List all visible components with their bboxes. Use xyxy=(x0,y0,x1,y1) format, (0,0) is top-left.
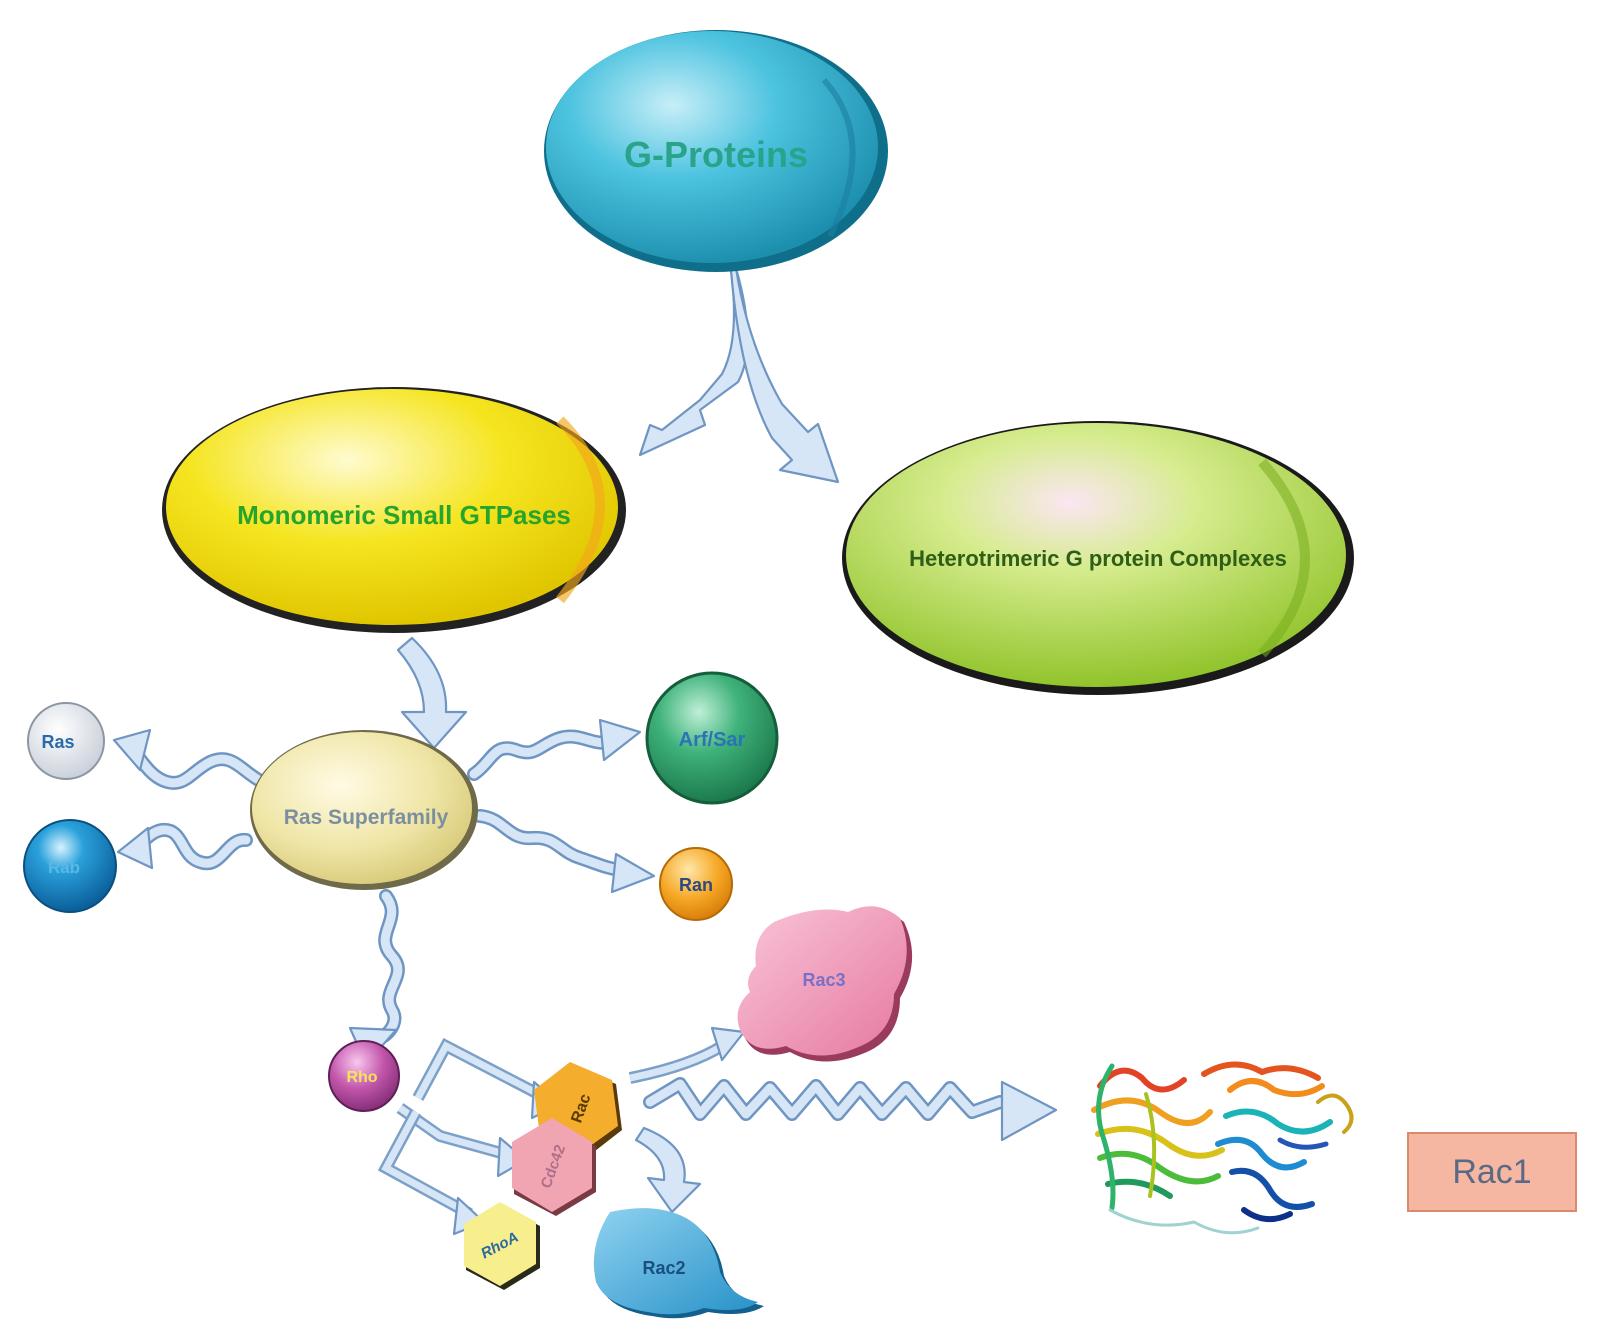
node-rho: Rho xyxy=(328,1040,400,1112)
node-ras: Ras xyxy=(27,702,105,780)
wavy-connectors-ras-superfamily xyxy=(112,718,656,1066)
label-arf-sar: Arf/Sar xyxy=(679,729,746,751)
label-rho: Rho xyxy=(346,1069,377,1086)
node-cdc42: Cdc42 xyxy=(512,1118,596,1216)
node-arf-sar: Arf/Sar xyxy=(645,671,779,805)
label-rac3: Rac3 xyxy=(802,970,845,990)
label-rac2: Rac2 xyxy=(642,1258,685,1278)
split-arrow-g-proteins xyxy=(638,266,840,484)
node-monomeric-small-gtpases: Monomeric Small GTPases xyxy=(162,387,626,633)
node-ran: Ran xyxy=(659,847,733,921)
arrow-monomeric-to-ras-superfamily xyxy=(396,636,468,750)
node-rhoa: RhoA xyxy=(464,1202,540,1290)
rac-connectors xyxy=(628,1026,1058,1214)
label-monomeric-small-gtpases: Monomeric Small GTPases xyxy=(237,500,571,530)
node-rac2: Rac2 xyxy=(593,1208,764,1319)
node-rac3: Rac3 xyxy=(737,906,913,1062)
node-rac1: Rac1 xyxy=(1407,1132,1577,1212)
protein-ribbon-structure-icon xyxy=(1091,1061,1354,1235)
label-g-proteins: G-Proteins xyxy=(624,134,808,175)
node-ras-superfamily: Ras Superfamily xyxy=(250,730,478,890)
label-ras: Ras xyxy=(41,732,74,752)
label-heterotrimeric-complexes: Heterotrimeric G protein Complexes xyxy=(909,546,1287,571)
node-rab: Rab xyxy=(23,819,117,913)
node-heterotrimeric-complexes: Heterotrimeric G protein Complexes xyxy=(842,421,1354,695)
label-ran: Ran xyxy=(679,875,713,895)
label-rab: Rab xyxy=(48,858,80,877)
label-rac1: Rac1 xyxy=(1452,1153,1531,1191)
node-g-proteins: G-Proteins xyxy=(544,30,888,272)
label-ras-superfamily: Ras Superfamily xyxy=(284,806,449,829)
